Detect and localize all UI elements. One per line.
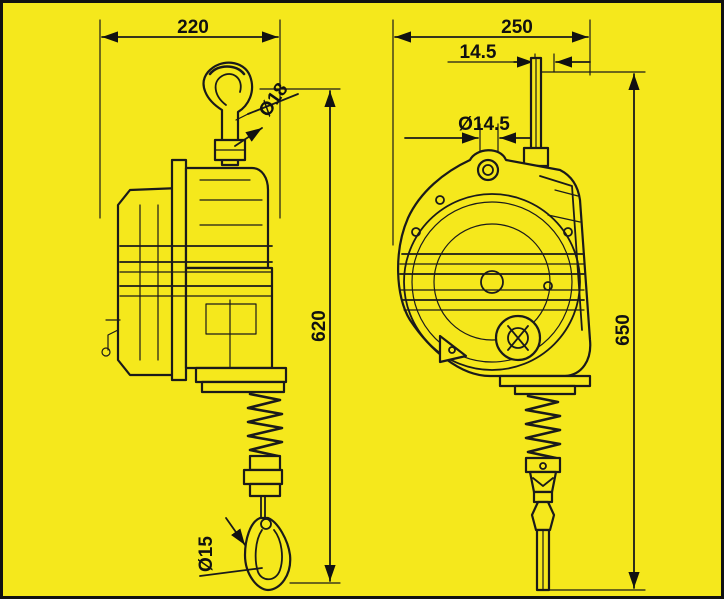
front-spring <box>524 394 562 592</box>
front-housing <box>397 149 592 396</box>
front-view: 250 14.5 Ø14.5 <box>392 17 646 592</box>
dim-side-height-label: 620 <box>309 310 330 342</box>
side-housing <box>101 158 288 394</box>
side-view: 220 Ø18 <box>99 17 341 592</box>
side-spring <box>242 392 284 519</box>
hook <box>202 61 254 167</box>
dim-line-carabiner-diameter <box>199 567 263 577</box>
dim-carabiner-diameter-label: Ø15 <box>196 536 217 572</box>
carabiner <box>243 516 292 592</box>
dim-front-width-label: 250 <box>501 17 533 38</box>
dim-cable-offset-label: 14.5 <box>460 42 497 63</box>
dim-eye-diameter-label: Ø14.5 <box>458 114 510 135</box>
dim-front-height-label: 650 <box>613 314 634 346</box>
dim-side-width-label: 220 <box>177 17 209 38</box>
dim-line-hook-diameter <box>247 93 299 115</box>
